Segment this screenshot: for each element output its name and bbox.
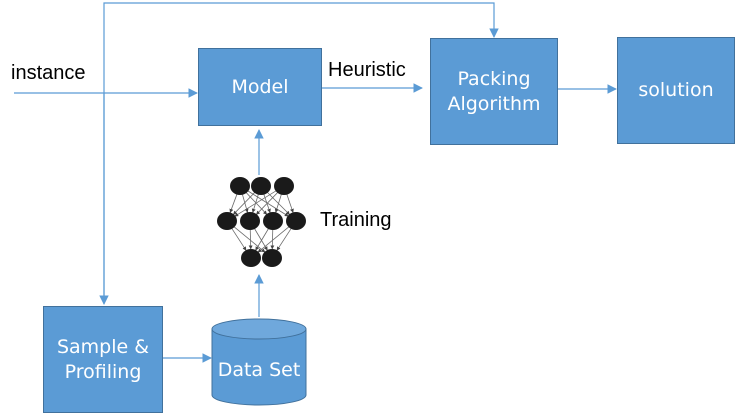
nn-node [230, 177, 250, 195]
dataset-label: Data Set [217, 359, 301, 381]
nn-node [241, 249, 261, 267]
nn-connection [274, 194, 282, 213]
model-box-label: Model [231, 75, 289, 98]
nn-connection [245, 192, 268, 215]
nn-connection [255, 228, 269, 251]
nn-connection [242, 194, 249, 213]
nn-node [217, 212, 237, 230]
nn-connection [232, 192, 256, 215]
solution-box-label: solution [638, 79, 714, 101]
nn-connection [276, 228, 292, 251]
nn-connection [229, 194, 238, 213]
nn-node [263, 212, 283, 230]
nn-node [286, 212, 306, 230]
model-box: Model [198, 48, 322, 126]
heuristic-label: Heuristic [328, 59, 406, 81]
nn-connection [233, 226, 266, 253]
solution-box: solution [617, 37, 735, 144]
instance-label: instance [11, 62, 86, 84]
nn-connection [248, 229, 253, 250]
dataset-cylinder [211, 318, 307, 406]
nn-node [240, 212, 260, 230]
nn-node [251, 177, 271, 195]
nn-connection [231, 228, 247, 251]
nn-node [274, 177, 294, 195]
nn-node [262, 249, 282, 267]
packing-algorithm-label: Packing Algorithm [447, 67, 541, 115]
nn-connection [257, 226, 290, 253]
nn-connection [234, 190, 277, 217]
neural-network-icon [217, 177, 306, 267]
training-label: Training [320, 209, 392, 231]
nn-connection [270, 229, 275, 250]
nn-connection [247, 190, 289, 217]
nn-connection [255, 192, 279, 215]
packing-algorithm-box: Packing Algorithm [430, 38, 558, 145]
sample-profiling-box: Sample & Profiling [43, 306, 163, 413]
nn-connection [286, 194, 294, 213]
nn-connection [254, 228, 268, 251]
sample-profiling-label: Sample & Profiling [56, 335, 150, 383]
